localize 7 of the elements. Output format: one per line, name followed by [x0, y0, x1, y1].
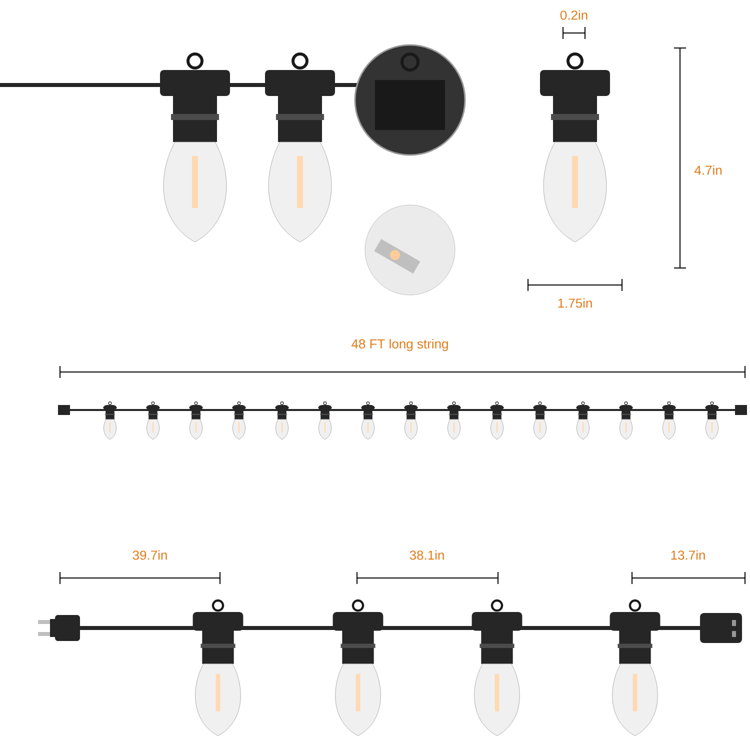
dimension-label: 0.2in: [560, 10, 588, 20]
dimension-label: 39.7in: [132, 550, 167, 560]
dimension-label: 13.7in: [671, 550, 705, 560]
dimension-label: 38.1in: [410, 550, 444, 560]
dimension-label: 1.75in: [558, 298, 592, 308]
dimension-label: 4.7in: [694, 165, 722, 175]
dimension-label: 48 FT long string: [352, 338, 448, 352]
